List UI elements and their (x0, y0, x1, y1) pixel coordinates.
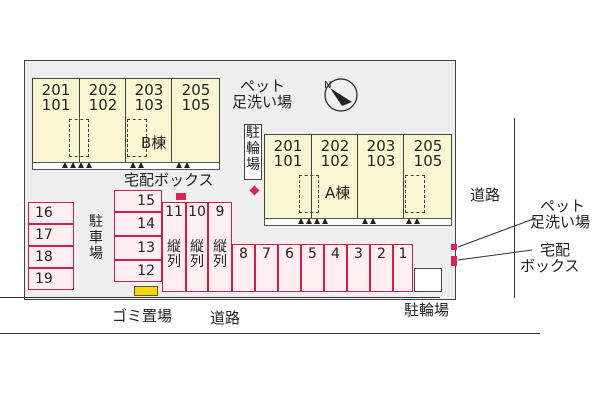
bike-label-char: 駐 (246, 125, 260, 141)
parking-space: 1 (393, 244, 413, 292)
building-b-unit: 203 103 (125, 79, 172, 167)
building-b-unit: 202 102 (79, 79, 126, 167)
road-edge-bottom-outer (0, 333, 540, 334)
building-a-unit: 203 103 (357, 135, 404, 223)
entrance-marker (370, 218, 376, 224)
entrance-marker (184, 162, 190, 168)
road-label-right: 道路 (470, 186, 501, 204)
building-a-balcony (264, 218, 452, 226)
parking-space: 4 (324, 244, 347, 292)
stairwell (405, 175, 425, 213)
unit-number-lower: 105 (181, 96, 211, 114)
entrance-marker (176, 162, 182, 168)
parking-space: 19 (28, 268, 74, 290)
unit-number-lower: 105 (413, 152, 443, 170)
parking-space: 14 (114, 212, 162, 236)
building-a-name: A棟 (325, 184, 351, 202)
bike-label-char: 輪 (246, 141, 260, 157)
unit-number-lower: 102 (88, 96, 118, 114)
entrance-marker (62, 162, 68, 168)
parking-space: 13 (114, 236, 162, 260)
parking-space: 15 (114, 190, 162, 212)
parking-label: 駐 車 場 (89, 214, 103, 262)
unit-number-upper: 202 (320, 137, 350, 155)
entrance-marker (86, 162, 92, 168)
parking-space: 17 (28, 224, 74, 246)
parking-space-vertical: 9 縦 列 (208, 202, 232, 292)
unit-number-upper: 201 (41, 81, 71, 99)
entrance-marker (138, 162, 144, 168)
stairwell (299, 175, 319, 213)
unit-number-upper: 203 (134, 81, 164, 99)
unit-number-upper: 202 (88, 81, 118, 99)
unit-number-lower: 101 (273, 152, 303, 170)
entrance-marker (414, 218, 420, 224)
unit-number-lower: 101 (41, 96, 71, 114)
building-a: 201 101 202 102 203 103 205 105 A棟 (264, 134, 452, 223)
unit-number-lower: 102 (320, 152, 350, 170)
entrance-marker (130, 162, 136, 168)
building-b-balcony (32, 162, 220, 170)
delivery-box-label-right-2: ボックス (520, 257, 580, 275)
parking-space: 6 (278, 244, 301, 292)
bike-parking-a: 駐 輪 場 (244, 124, 262, 180)
delivery-box-marker (176, 193, 186, 200)
pet-wash-label-right-2: 足洗い場 (530, 213, 591, 231)
delivery-box-label: 宅配ボックス (124, 171, 214, 189)
building-b-name: B棟 (141, 134, 167, 152)
pet-wash-label-top-2: 足洗い場 (232, 93, 293, 111)
delivery-box-marker-right (451, 256, 457, 266)
entrance-marker (78, 162, 84, 168)
building-b: 201 101 202 102 203 103 205 105 B棟 (32, 78, 220, 167)
pet-wash-marker-right (451, 244, 457, 250)
entrance-marker (70, 162, 76, 168)
unit-number-lower: 103 (366, 152, 396, 170)
bike-parking-label: 駐輪場 (404, 301, 450, 319)
unit-number-upper: 205 (181, 81, 211, 99)
garbage-label: ゴミ置場 (112, 307, 173, 325)
stairwell (69, 119, 89, 157)
building-b-unit: 201 101 (33, 79, 79, 167)
parking-space: 12 (114, 260, 162, 282)
leader-lines (457, 217, 537, 261)
road-edge-bottom (0, 297, 440, 298)
parking-space-vertical: 11 縦 列 (162, 202, 186, 292)
road-edge-right (514, 118, 515, 298)
entrance-marker (306, 218, 312, 224)
parking-space: 3 (347, 244, 370, 292)
pet-wash-label-top: ペット (240, 77, 286, 95)
road-label-bottom: 道路 (210, 309, 241, 327)
unit-number-upper: 201 (273, 137, 303, 155)
building-b-unit: 205 105 (171, 79, 220, 167)
entrance-marker (322, 218, 328, 224)
compass-icon: N (324, 78, 358, 112)
entrance-marker (362, 218, 368, 224)
entrance-marker (314, 218, 320, 224)
unit-number-upper: 205 (413, 137, 443, 155)
entrance-marker (406, 218, 412, 224)
building-a-unit: 205 105 (403, 135, 452, 223)
building-a-unit: 202 102 (311, 135, 358, 223)
delivery-box-label-right: 宅配 (540, 241, 571, 259)
parking-space: 7 (255, 244, 278, 292)
pet-wash-label-right: ペット (540, 197, 586, 215)
building-a-unit: 201 101 (265, 135, 311, 223)
parking-space-vertical: 10 縦 列 (186, 202, 208, 292)
stairwell (127, 119, 147, 157)
entrance-marker (298, 218, 304, 224)
unit-number-lower: 103 (134, 96, 164, 114)
bike-label-char: 場 (246, 157, 260, 173)
parking-space: 18 (28, 246, 74, 268)
bike-parking-bottom (414, 268, 442, 292)
parking-space: 5 (301, 244, 324, 292)
parking-space: 16 (28, 202, 74, 224)
unit-number-upper: 203 (366, 137, 396, 155)
parking-space: 8 (232, 244, 255, 292)
parking-space: 2 (370, 244, 393, 292)
svg-text:N: N (324, 80, 331, 91)
garbage-area (134, 286, 158, 296)
